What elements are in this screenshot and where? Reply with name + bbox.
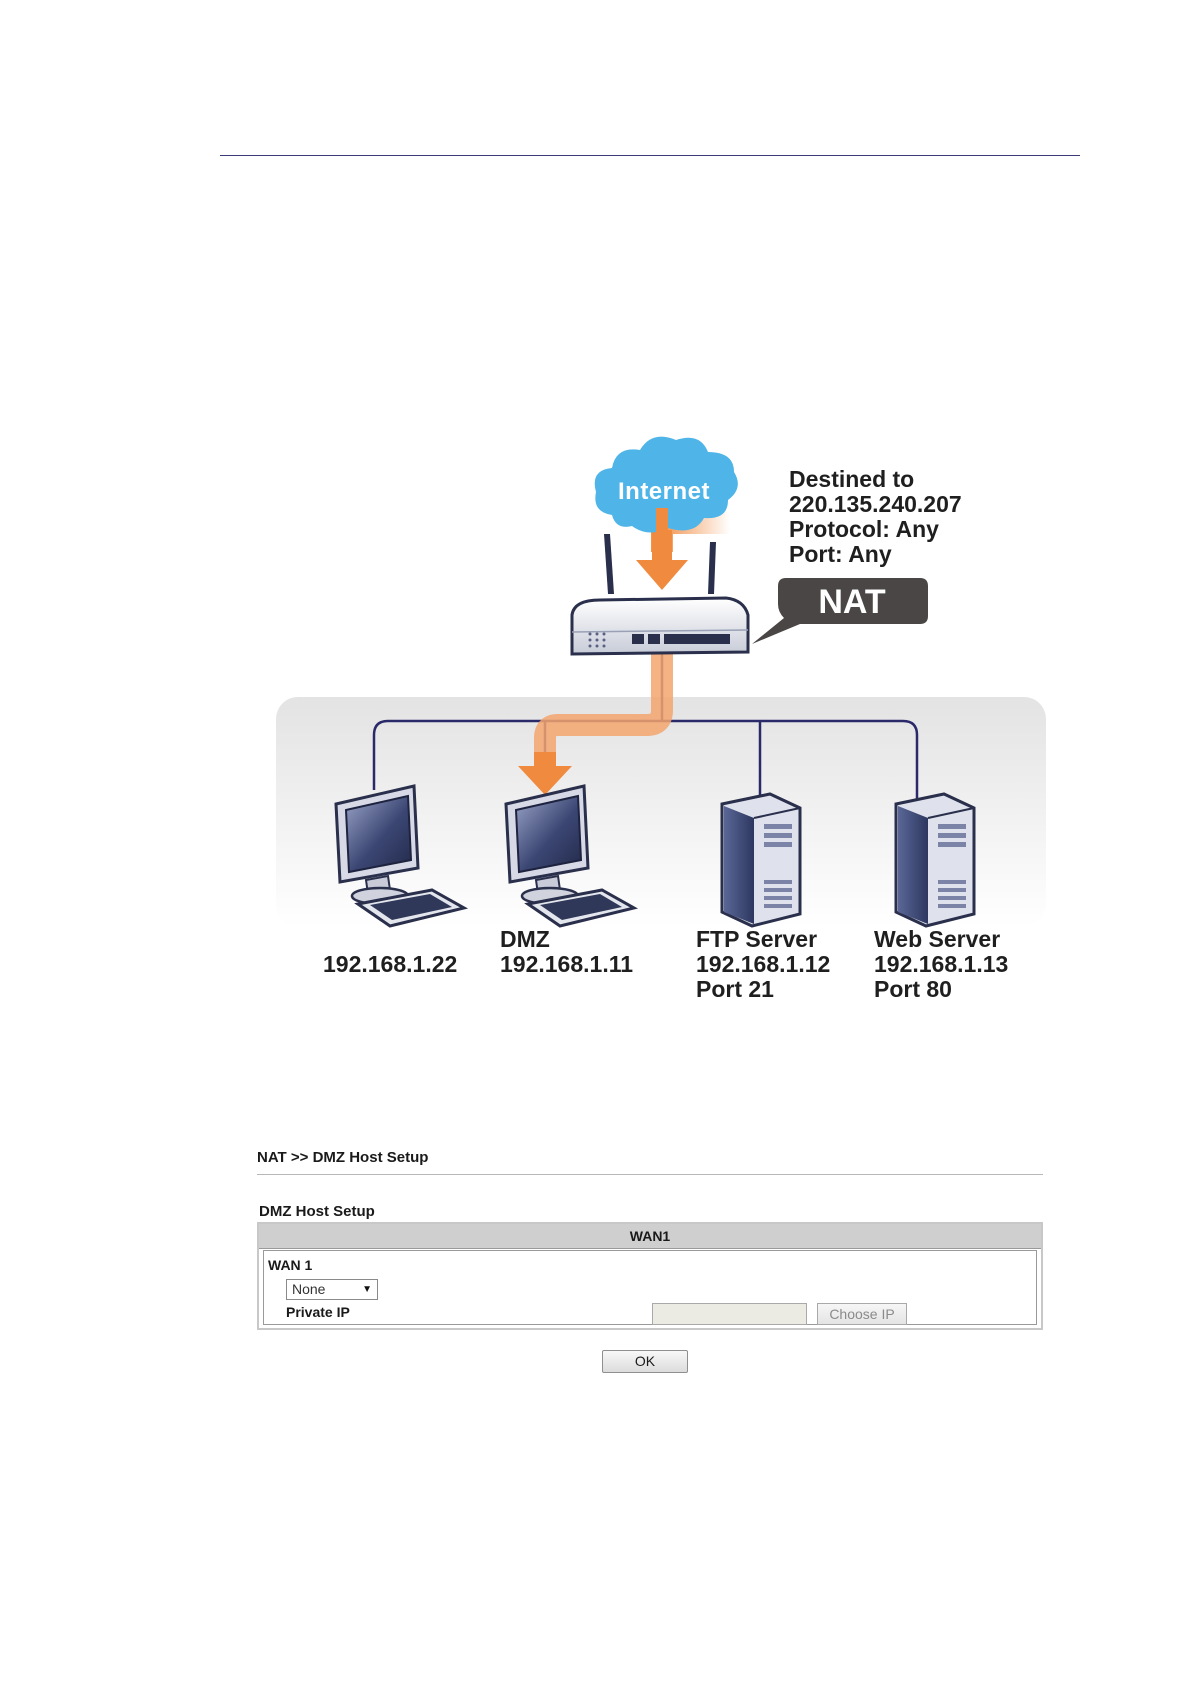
section-title: DMZ Host Setup [259,1203,375,1220]
private-ip-input[interactable] [652,1303,807,1325]
ok-button[interactable]: OK [602,1350,688,1373]
dmz-mode-select-value: None [292,1281,325,1297]
destination-line: Destined to [789,467,962,492]
destination-line: 220.135.240.207 [789,492,962,517]
dmz-mode-select[interactable]: None ▼ [286,1279,378,1300]
host-ip: 192.168.1.12 [696,952,830,977]
breadcrumb-divider [257,1174,1043,1175]
destination-line: Port: Any [789,542,962,567]
private-ip-label: Private IP [286,1304,350,1320]
host-label-pc: 192.168.1.22 [323,952,457,977]
host-port: Port 21 [696,977,830,1002]
dropdown-arrow-icon: ▼ [362,1280,372,1299]
host-ip: 192.168.1.22 [323,952,457,977]
host-label-ftp: FTP Server 192.168.1.12 Port 21 [696,927,830,1002]
host-label-web: Web Server 192.168.1.13 Port 80 [874,927,1008,1002]
table-header-wan1: WAN1 [259,1224,1041,1249]
wan1-settings-box: WAN 1 None ▼ Private IP Choose IP [263,1250,1037,1325]
wan-label: WAN 1 [268,1257,312,1273]
web-server-icon [896,794,974,926]
host-role: DMZ [500,927,633,952]
host-role: FTP Server [696,927,830,952]
host-label-dmz: DMZ 192.168.1.11 [500,927,633,977]
host-port: Port 80 [874,977,1008,1002]
host-ip: 192.168.1.13 [874,952,1008,977]
choose-ip-button[interactable]: Choose IP [817,1303,907,1325]
ftp-server-icon [722,794,800,926]
host-role: Web Server [874,927,1008,952]
destination-info: Destined to 220.135.240.207 Protocol: An… [789,467,962,567]
dmz-host-table: WAN1 WAN 1 None ▼ Private IP Choose IP [257,1222,1043,1330]
breadcrumb: NAT >> DMZ Host Setup [257,1149,428,1166]
host-ip: 192.168.1.11 [500,952,633,977]
destination-line: Protocol: Any [789,517,962,542]
internet-label: Internet [596,478,732,506]
nat-label: NAT [778,578,926,626]
